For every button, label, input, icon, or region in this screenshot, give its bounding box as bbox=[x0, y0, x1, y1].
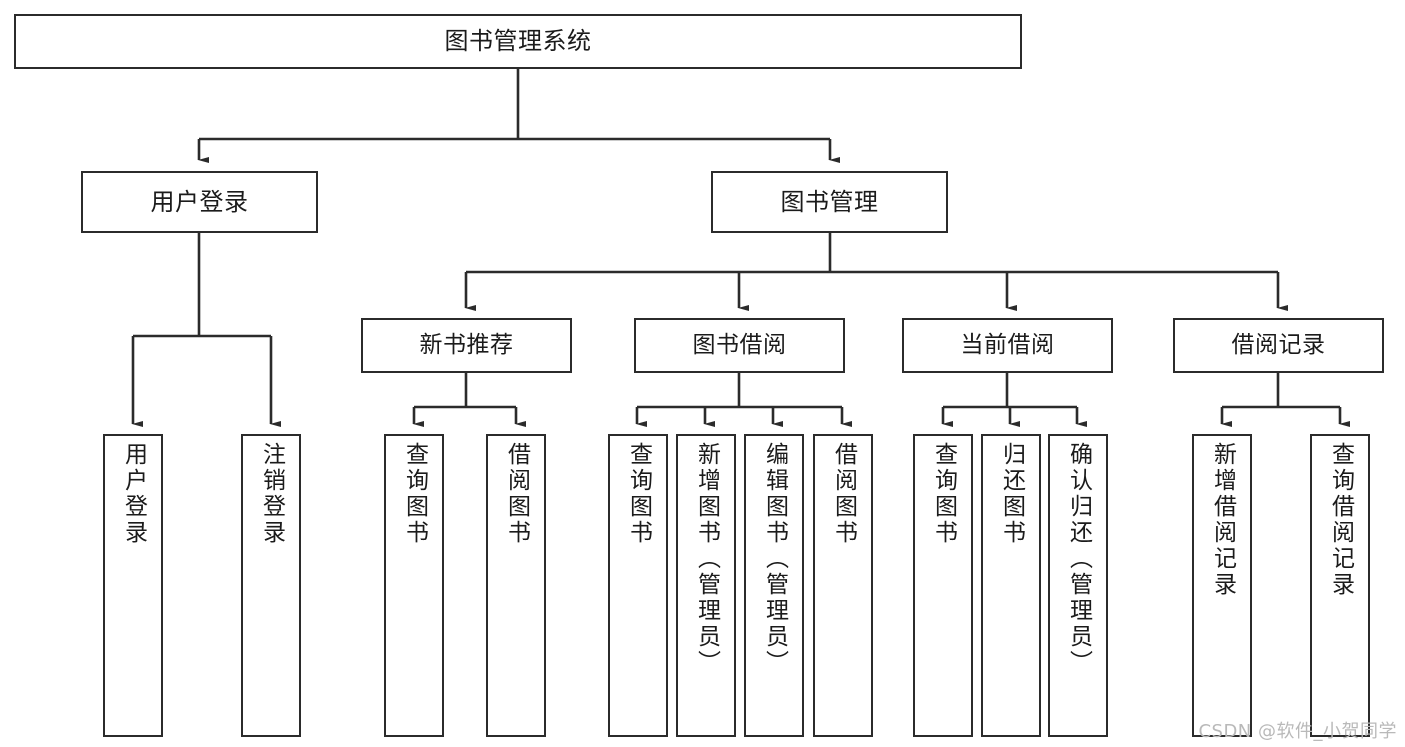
leaf-query-record-label: 查询借阅记录 bbox=[1327, 442, 1354, 598]
leaf-add-book-label: 新增图书（管理员） bbox=[693, 442, 720, 676]
node-book-manage[interactable]: 图书管理 bbox=[711, 171, 948, 233]
node-user-login-label: 用户登录 bbox=[150, 187, 249, 216]
leaf-add-book[interactable]: 新增图书（管理员） bbox=[676, 434, 736, 737]
leaf-query-book-1[interactable]: 查询图书 bbox=[384, 434, 444, 737]
node-book-borrow-label: 图书借阅 bbox=[692, 331, 787, 358]
leaf-user-login[interactable]: 用户登录 bbox=[103, 434, 163, 737]
leaf-logout-label: 注销登录 bbox=[258, 442, 285, 546]
leaf-query-record[interactable]: 查询借阅记录 bbox=[1310, 434, 1370, 737]
leaf-confirm-return-label: 确认归还（管理员） bbox=[1065, 442, 1092, 676]
leaf-edit-book-label: 编辑图书（管理员） bbox=[761, 442, 788, 676]
leaf-query-book-3[interactable]: 查询图书 bbox=[913, 434, 973, 737]
leaf-borrow-book-1-label: 借阅图书 bbox=[503, 442, 530, 546]
node-current-borrow-label: 当前借阅 bbox=[960, 331, 1055, 358]
leaf-borrow-book-1[interactable]: 借阅图书 bbox=[486, 434, 546, 737]
leaf-borrow-book-2[interactable]: 借阅图书 bbox=[813, 434, 873, 737]
leaf-query-book-1-label: 查询图书 bbox=[401, 442, 428, 546]
node-borrow-record-label: 借阅记录 bbox=[1231, 331, 1326, 358]
leaf-add-record-label: 新增借阅记录 bbox=[1209, 442, 1236, 598]
leaf-query-book-3-label: 查询图书 bbox=[930, 442, 957, 546]
leaf-query-book-2-label: 查询图书 bbox=[625, 442, 652, 546]
leaf-user-login-label: 用户登录 bbox=[120, 442, 147, 546]
leaf-borrow-book-2-label: 借阅图书 bbox=[830, 442, 857, 546]
node-root-label: 图书管理系统 bbox=[444, 27, 592, 56]
node-current-borrow[interactable]: 当前借阅 bbox=[902, 318, 1113, 373]
watermark-text: CSDN @软件_小贺同学 bbox=[1198, 721, 1397, 742]
leaf-confirm-return[interactable]: 确认归还（管理员） bbox=[1048, 434, 1108, 737]
leaf-return-book-label: 归还图书 bbox=[998, 442, 1025, 546]
node-new-book-recommend[interactable]: 新书推荐 bbox=[361, 318, 572, 373]
leaf-return-book[interactable]: 归还图书 bbox=[981, 434, 1041, 737]
leaf-add-record[interactable]: 新增借阅记录 bbox=[1192, 434, 1252, 737]
node-new-book-recommend-label: 新书推荐 bbox=[419, 331, 514, 358]
leaf-edit-book[interactable]: 编辑图书（管理员） bbox=[744, 434, 804, 737]
node-user-login[interactable]: 用户登录 bbox=[81, 171, 318, 233]
leaf-query-book-2[interactable]: 查询图书 bbox=[608, 434, 668, 737]
node-book-borrow[interactable]: 图书借阅 bbox=[634, 318, 845, 373]
node-book-manage-label: 图书管理 bbox=[780, 187, 879, 216]
leaf-logout[interactable]: 注销登录 bbox=[241, 434, 301, 737]
node-borrow-record[interactable]: 借阅记录 bbox=[1173, 318, 1384, 373]
node-root[interactable]: 图书管理系统 bbox=[14, 14, 1022, 69]
